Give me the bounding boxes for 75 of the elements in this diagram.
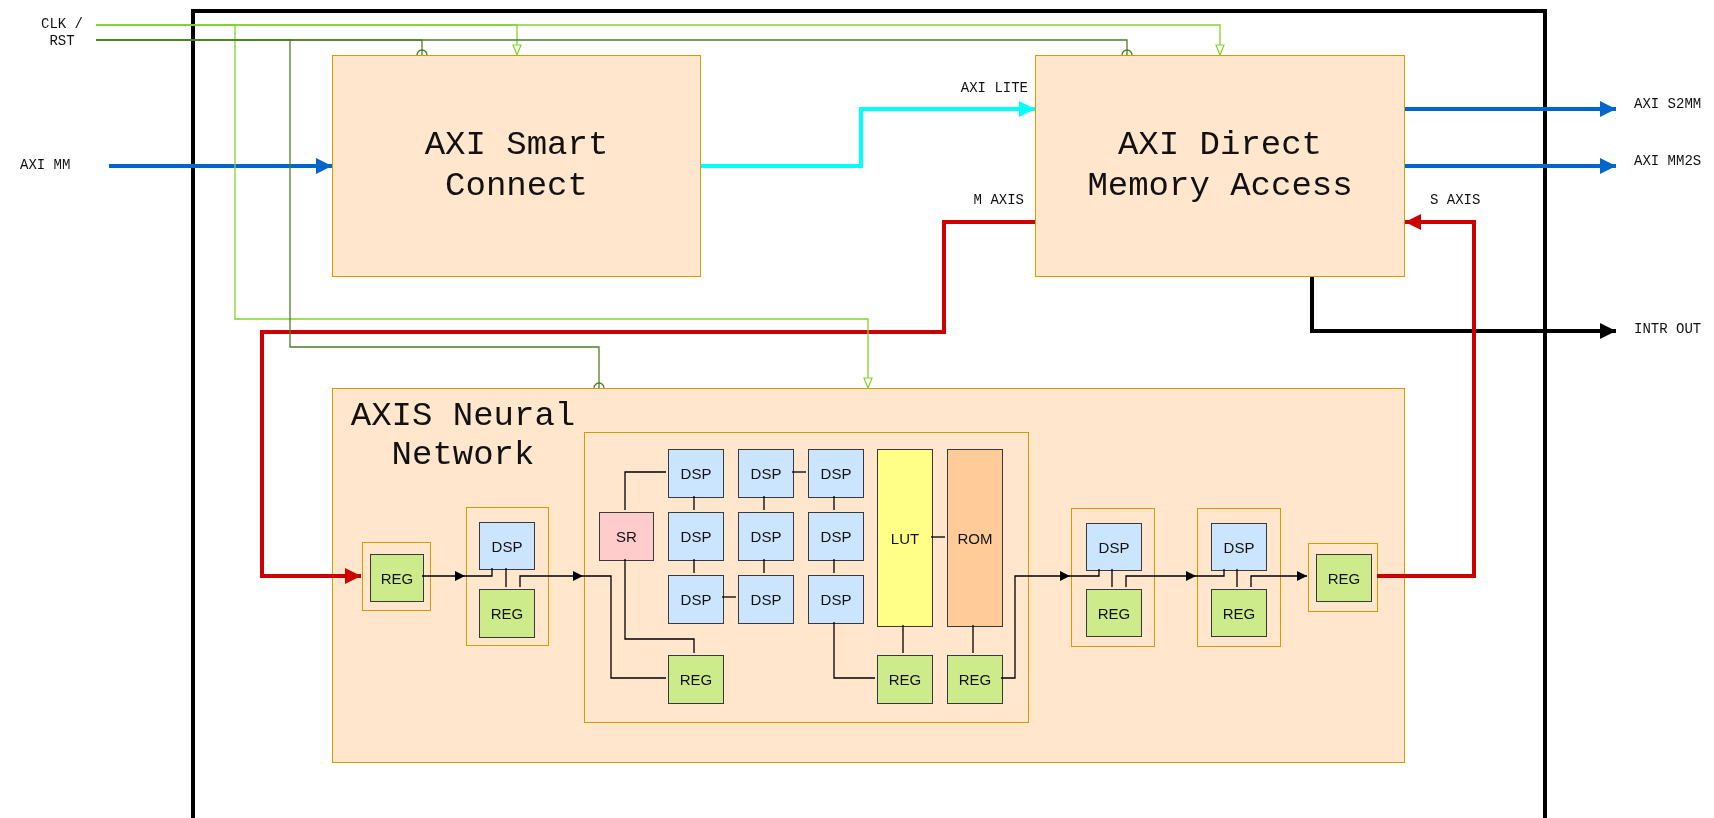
connector-line [1195, 568, 1225, 577]
connector-line [582, 575, 667, 679]
connector-line [464, 567, 493, 577]
port-label: AXI MM [20, 157, 109, 175]
rom-block: ROM [947, 449, 1003, 627]
connector-line [902, 624, 904, 654]
dsp-block: DSP [668, 512, 724, 561]
dsp-block: DSP [1086, 523, 1142, 571]
stage-frame [362, 542, 431, 611]
edge-label: M AXIS [973, 192, 1024, 208]
dsp-block: DSP [1211, 523, 1267, 571]
connector-arrow [1405, 158, 1616, 174]
connector-line [763, 558, 765, 574]
dsp-block: DSP [808, 575, 864, 624]
edge-label: S AXIS [1430, 192, 1481, 208]
connector-line [693, 495, 695, 511]
register-block: REG [877, 655, 933, 704]
connector-line [624, 558, 695, 654]
connector-line [1069, 568, 1100, 577]
connector-arrow [1405, 101, 1616, 117]
connector-arrow [1250, 571, 1308, 588]
dsp-block: DSP [808, 512, 864, 561]
lut-block: LUT [877, 449, 933, 627]
connector-line [624, 471, 667, 511]
connector-line [505, 567, 507, 588]
connector-arrow [421, 571, 466, 581]
module-block: AXI Smart Connect [332, 55, 701, 277]
module-block: AXI Direct Memory Access [1035, 55, 1405, 277]
connector-line [972, 624, 974, 654]
register-block: REG [1316, 554, 1372, 602]
connector-line [1111, 568, 1113, 588]
dsp-block: DSP [808, 449, 864, 498]
connector-arrow [1125, 571, 1197, 588]
connector-line [833, 621, 876, 679]
connector-line [1236, 568, 1238, 588]
connector-arrow [1000, 571, 1071, 679]
module-title: AXIS Neural Network [349, 397, 577, 476]
edge-label: AXI LITE [960, 80, 1028, 96]
register-block: REG [1211, 589, 1267, 637]
connector-arrow [260, 220, 1035, 584]
connector-arrow [109, 158, 332, 174]
register-block: REG [479, 589, 535, 638]
register-block: REG [1086, 589, 1142, 637]
connector-line [791, 471, 807, 473]
dsp-block: DSP [479, 522, 535, 570]
stage-frame [1071, 508, 1155, 647]
dsp-block: DSP [668, 575, 724, 624]
dsp-block: DSP [738, 449, 794, 498]
dsp-block: DSP [738, 575, 794, 624]
dsp-block: DSP [668, 449, 724, 498]
register-block: REG [370, 554, 424, 602]
shift-register-block: SR [599, 512, 654, 561]
connector-line [721, 596, 737, 598]
port-label: AXI S2MM [1616, 96, 1714, 114]
register-block: REG [668, 655, 724, 704]
stage-frame [1197, 508, 1281, 647]
port-label: INTR OUT [1616, 320, 1714, 340]
connector-line [693, 558, 695, 574]
connector-line [833, 495, 835, 511]
stage-frame [466, 507, 549, 646]
stage-frame [1308, 543, 1378, 612]
connector-arrow [1310, 277, 1616, 339]
connector-arrow [701, 101, 1035, 168]
connector-arrow [1377, 214, 1476, 578]
connector-arrow [95, 24, 873, 389]
stage-frame [584, 432, 1029, 723]
connector-line [930, 536, 946, 538]
port-label: CLK / RST [28, 14, 96, 52]
port-label: AXI MM2S [1616, 153, 1714, 171]
connector-line [763, 495, 765, 511]
dsp-block: DSP [738, 512, 794, 561]
connector-arrow [519, 571, 584, 588]
module-block [332, 388, 1405, 763]
connector-line [833, 558, 835, 574]
register-block: REG [947, 655, 1003, 704]
